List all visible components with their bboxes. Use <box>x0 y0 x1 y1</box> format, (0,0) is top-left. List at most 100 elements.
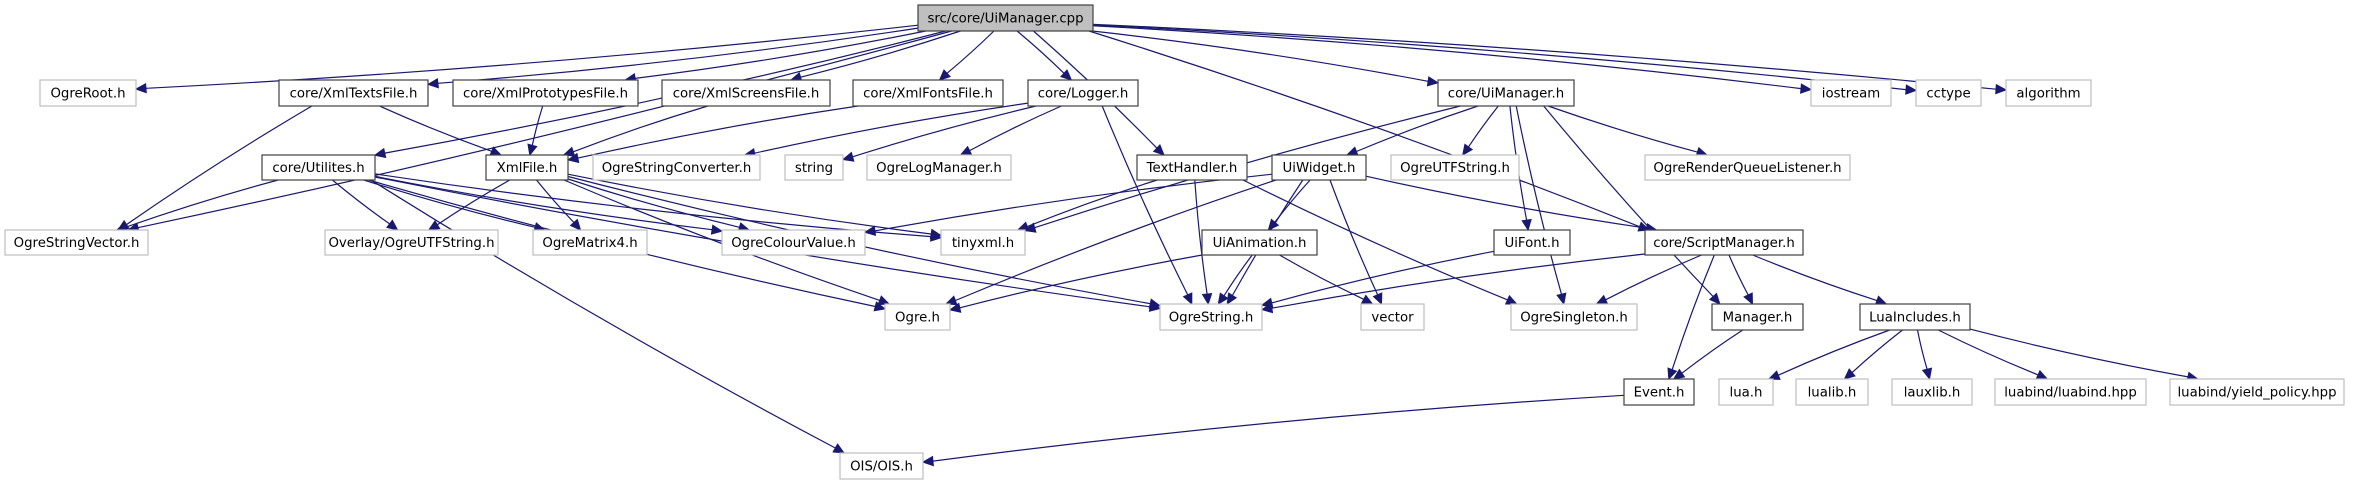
edge-lua-includes-to-luabind <box>1938 329 2039 376</box>
arrowhead-icon <box>2035 369 2049 380</box>
node-string: string <box>784 154 844 181</box>
node-label: tinyxml.h <box>952 236 1014 251</box>
node-label: OgreLogManager.h <box>876 161 1002 176</box>
node-src-core-ui-manager-cpp[interactable]: src/core/UiManager.cpp <box>917 4 1094 32</box>
node-label: core/ScriptManager.h <box>1653 236 1795 251</box>
node-box <box>1810 79 1892 107</box>
node-ogre-colour-value-h: OgreColourValue.h <box>721 229 866 256</box>
edge-root-to-algorithm <box>1092 23 1997 90</box>
arrowhead-icon <box>938 69 951 81</box>
node-label: lauxlib.h <box>1904 386 1961 401</box>
arrowhead-icon <box>1905 84 1918 95</box>
node-ui-widget-h[interactable]: UiWidget.h <box>1271 154 1367 181</box>
node-lua-includes-h[interactable]: LuaIncludes.h <box>1859 303 1971 331</box>
node-label: UiWidget.h <box>1283 161 1356 176</box>
arrowhead-icon <box>1060 69 1073 81</box>
node-box <box>4 229 149 256</box>
node-ui-font-h[interactable]: UiFont.h <box>1493 229 1571 256</box>
edge-ui-manager-h-to-ogre-render-queue-listener <box>1547 105 1698 153</box>
node-label: Ogre.h <box>895 311 940 326</box>
edge-utilites-to-ogre-matrix4 <box>363 179 536 228</box>
node-core-logger-h[interactable]: core/Logger.h <box>1027 79 1139 107</box>
edge-text-handler-to-ogre-singleton <box>1242 179 1508 301</box>
arrowhead-icon <box>1595 294 1609 305</box>
node-text-handler-h[interactable]: TextHandler.h <box>1136 154 1248 181</box>
node-box <box>784 154 844 181</box>
arrowhead-icon <box>1267 218 1280 231</box>
node-core-xml-fonts-file-h[interactable]: core/XmlFontsFile.h <box>852 79 1004 107</box>
node-core-script-manager-h[interactable]: core/ScriptManager.h <box>1644 229 1804 256</box>
edge-root-to-script-manager <box>1088 30 1640 228</box>
node-core-xml-screens-file-h[interactable]: core/XmlScreensFile.h <box>661 79 831 107</box>
node-box <box>1027 79 1139 107</box>
node-lauxlib-h: lauxlib.h <box>1891 378 1973 406</box>
edge-root-to-iostream <box>1092 25 1802 90</box>
node-label: core/XmlScreensFile.h <box>673 87 820 102</box>
edge-xml-file-to-overlay-utf <box>436 179 510 226</box>
arrowhead-icon <box>1521 218 1532 232</box>
node-core-xml-prototypes-file-h[interactable]: core/XmlPrototypesFile.h <box>452 79 639 107</box>
node-manager-h[interactable]: Manager.h <box>1711 303 1804 331</box>
node-box <box>1711 303 1804 331</box>
node-ogre-utfstring-h: OgreUTFString.h <box>1390 154 1520 181</box>
edge-event-to-ois <box>932 394 1625 462</box>
arrowhead-icon <box>1360 294 1374 305</box>
node-ogre-render-queue-listener-h: OgreRenderQueueListener.h <box>1644 154 1851 181</box>
node-box <box>866 154 1012 181</box>
node-label: OgreMatrix4.h <box>542 236 637 251</box>
arrowhead-icon <box>1182 292 1193 306</box>
edge-lua-includes-to-lauxlib <box>1916 329 1928 370</box>
node-box <box>1437 79 1575 107</box>
node-box <box>940 229 1026 256</box>
node-label: core/UiManager.h <box>1448 87 1564 102</box>
arrowhead-icon <box>1426 76 1440 87</box>
node-box <box>884 303 951 331</box>
node-event-h[interactable]: Event.h <box>1623 378 1695 406</box>
arrowhead-icon <box>1226 292 1238 306</box>
node-label: OIS/OIS.h <box>850 460 913 475</box>
arrowhead-icon <box>569 218 582 231</box>
node-box <box>1271 154 1367 181</box>
edge-text-handler-to-tinyxml <box>1026 179 1158 228</box>
node-label: core/Utilites.h <box>272 161 364 176</box>
node-box <box>485 154 569 181</box>
arrowhead-icon <box>386 219 399 231</box>
edge-root-to-xml-screens-file <box>800 30 961 78</box>
node-luabind-yield-policy-hpp: luabind/yield_policy.hpp <box>2169 378 2345 406</box>
node-core-utilites-h[interactable]: core/Utilites.h <box>261 154 376 181</box>
edge-ui-animation-to-vector <box>1279 254 1364 300</box>
node-box <box>278 79 429 107</box>
arrowhead-icon <box>948 302 962 313</box>
edge-root-to-xml-prototypes-file <box>635 30 926 79</box>
arrowhead-icon <box>566 152 580 164</box>
node-label: OgreSingleton.h <box>1520 311 1628 326</box>
edge-script-manager-to-event <box>1671 254 1715 370</box>
arrowhead-icon <box>1556 292 1567 306</box>
node-xml-file-h[interactable]: XmlFile.h <box>485 154 569 181</box>
node-box <box>852 79 1004 107</box>
edge-ui-widget-to-ogre-colour-value <box>874 173 1273 232</box>
arrowhead-icon <box>373 147 387 159</box>
node-label: src/core/UiManager.cpp <box>927 12 1083 27</box>
node-label: OgreString.h <box>1169 311 1254 326</box>
arrowhead-icon <box>527 143 538 157</box>
arrowhead-icon <box>873 301 887 312</box>
edge-xml-texts-file-to-ogre-string-vector <box>126 105 313 226</box>
arrowhead-icon <box>929 228 943 240</box>
arrowhead-icon <box>1743 292 1754 306</box>
node-box <box>1644 229 1804 256</box>
arrowhead-icon <box>1672 368 1686 380</box>
node-core-ui-manager-h[interactable]: core/UiManager.h <box>1437 79 1575 107</box>
node-core-xml-texts-file-h[interactable]: core/XmlTextsFile.h <box>278 79 429 107</box>
edge-ui-animation-to-ogre <box>959 254 1203 309</box>
node-iostream: iostream <box>1810 79 1892 107</box>
node-ogre-string-converter-h: OgreStringConverter.h <box>592 154 761 181</box>
edge-ui-manager-h-to-ogre-singleton <box>1515 105 1563 295</box>
node-ui-animation-h[interactable]: UiAnimation.h <box>1201 229 1318 256</box>
node-cctype: cctype <box>1915 79 1982 107</box>
edge-manager-to-event <box>1681 329 1744 374</box>
node-label: core/XmlPrototypesFile.h <box>463 87 628 102</box>
edge-script-manager-to-ogre-singleton <box>1605 254 1702 301</box>
node-box <box>839 452 924 480</box>
